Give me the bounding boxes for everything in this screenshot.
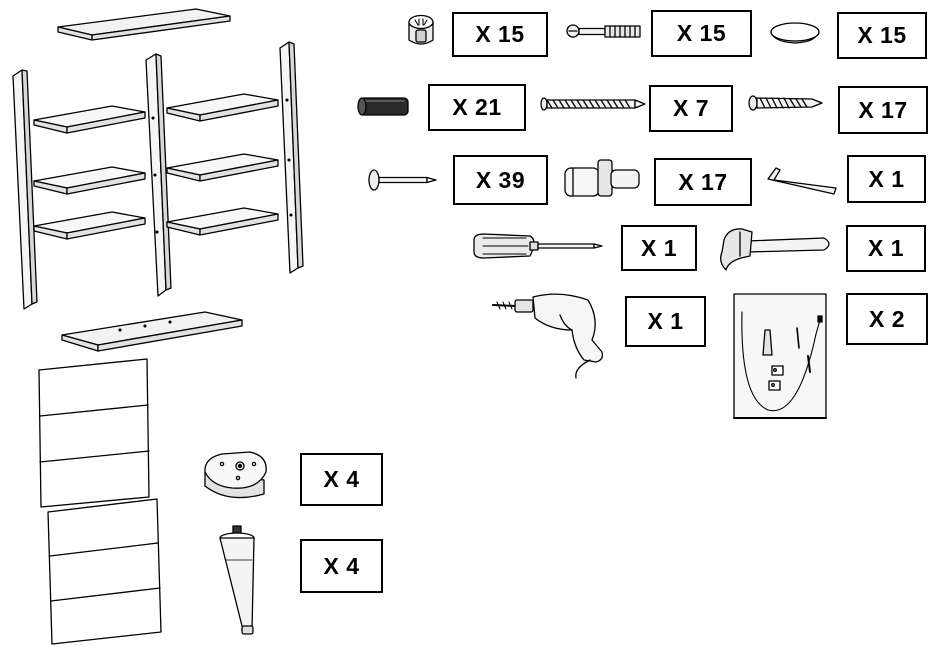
right-shelves: [166, 93, 279, 236]
left-shelves: [33, 105, 146, 240]
qty-label: X 17: [858, 96, 908, 123]
wooden-dowel-icon: [357, 97, 409, 116]
qty-box-short-screw: X 17: [838, 86, 928, 134]
qty-label: X 1: [868, 165, 905, 192]
qty-label: X 4: [323, 552, 360, 579]
qty-label: X 21: [452, 94, 502, 120]
qty-label: X 4: [323, 466, 360, 492]
qty-label: X 1: [867, 235, 905, 261]
qty-box-cover-cap: X 15: [837, 12, 927, 59]
wall-anchor-kit-icon: [733, 293, 827, 419]
nail-icon: [368, 169, 437, 191]
cabinet-panels: [12, 8, 304, 645]
qty-label: X 17: [678, 168, 728, 195]
back-panel-upper: [38, 358, 150, 508]
qty-box-leg-mounting-plate: X 4: [300, 453, 383, 506]
qty-box-cam-bolt: X 15: [651, 10, 752, 57]
qty-box-cam-lock: X 15: [452, 12, 548, 57]
middle-divider-panel: [145, 53, 172, 297]
qty-label: X 1: [647, 308, 684, 334]
allen-key-icon: [767, 167, 837, 195]
top-panel: [57, 8, 231, 41]
right-side-panel: [279, 41, 304, 274]
qty-box-screwdriver: X 1: [621, 225, 697, 271]
qty-label: X 39: [475, 166, 526, 193]
qty-box-hammer: X 1: [846, 225, 926, 272]
back-panel-lower: [47, 498, 162, 645]
qty-box-power-drill: X 1: [625, 296, 706, 347]
left-side-panel: [12, 69, 38, 310]
qty-label: X 15: [475, 21, 525, 47]
screwdriver-icon: [473, 233, 603, 259]
shelf-support-pin-icon: [564, 159, 640, 197]
qty-label: X 1: [640, 234, 678, 261]
long-screw-icon: [540, 97, 646, 111]
qty-box-long-screw: X 7: [649, 85, 733, 132]
cover-cap-icon: [770, 22, 820, 44]
cam-lock-icon: [408, 14, 434, 45]
qty-label: X 7: [672, 95, 710, 121]
qty-box-nail: X 39: [453, 155, 548, 205]
short-screw-icon: [748, 95, 823, 111]
qty-box-wall-anchor-kit: X 2: [846, 293, 928, 345]
qty-box-allen-key: X 1: [847, 155, 926, 203]
qty-box-shelf-support-pin: X 17: [654, 158, 752, 206]
tapered-leg-icon: [219, 525, 255, 635]
qty-label: X 2: [868, 305, 906, 332]
qty-box-wooden-dowel: X 21: [428, 84, 526, 131]
bottom-panel: [61, 311, 243, 352]
leg-mounting-plate-icon: [204, 451, 267, 499]
power-drill-icon: [492, 293, 604, 379]
qty-box-tapered-leg: X 4: [300, 539, 383, 593]
qty-label: X 15: [857, 22, 907, 48]
qty-label: X 15: [676, 20, 727, 46]
hammer-icon: [720, 228, 830, 271]
cam-bolt-icon: [566, 24, 641, 38]
